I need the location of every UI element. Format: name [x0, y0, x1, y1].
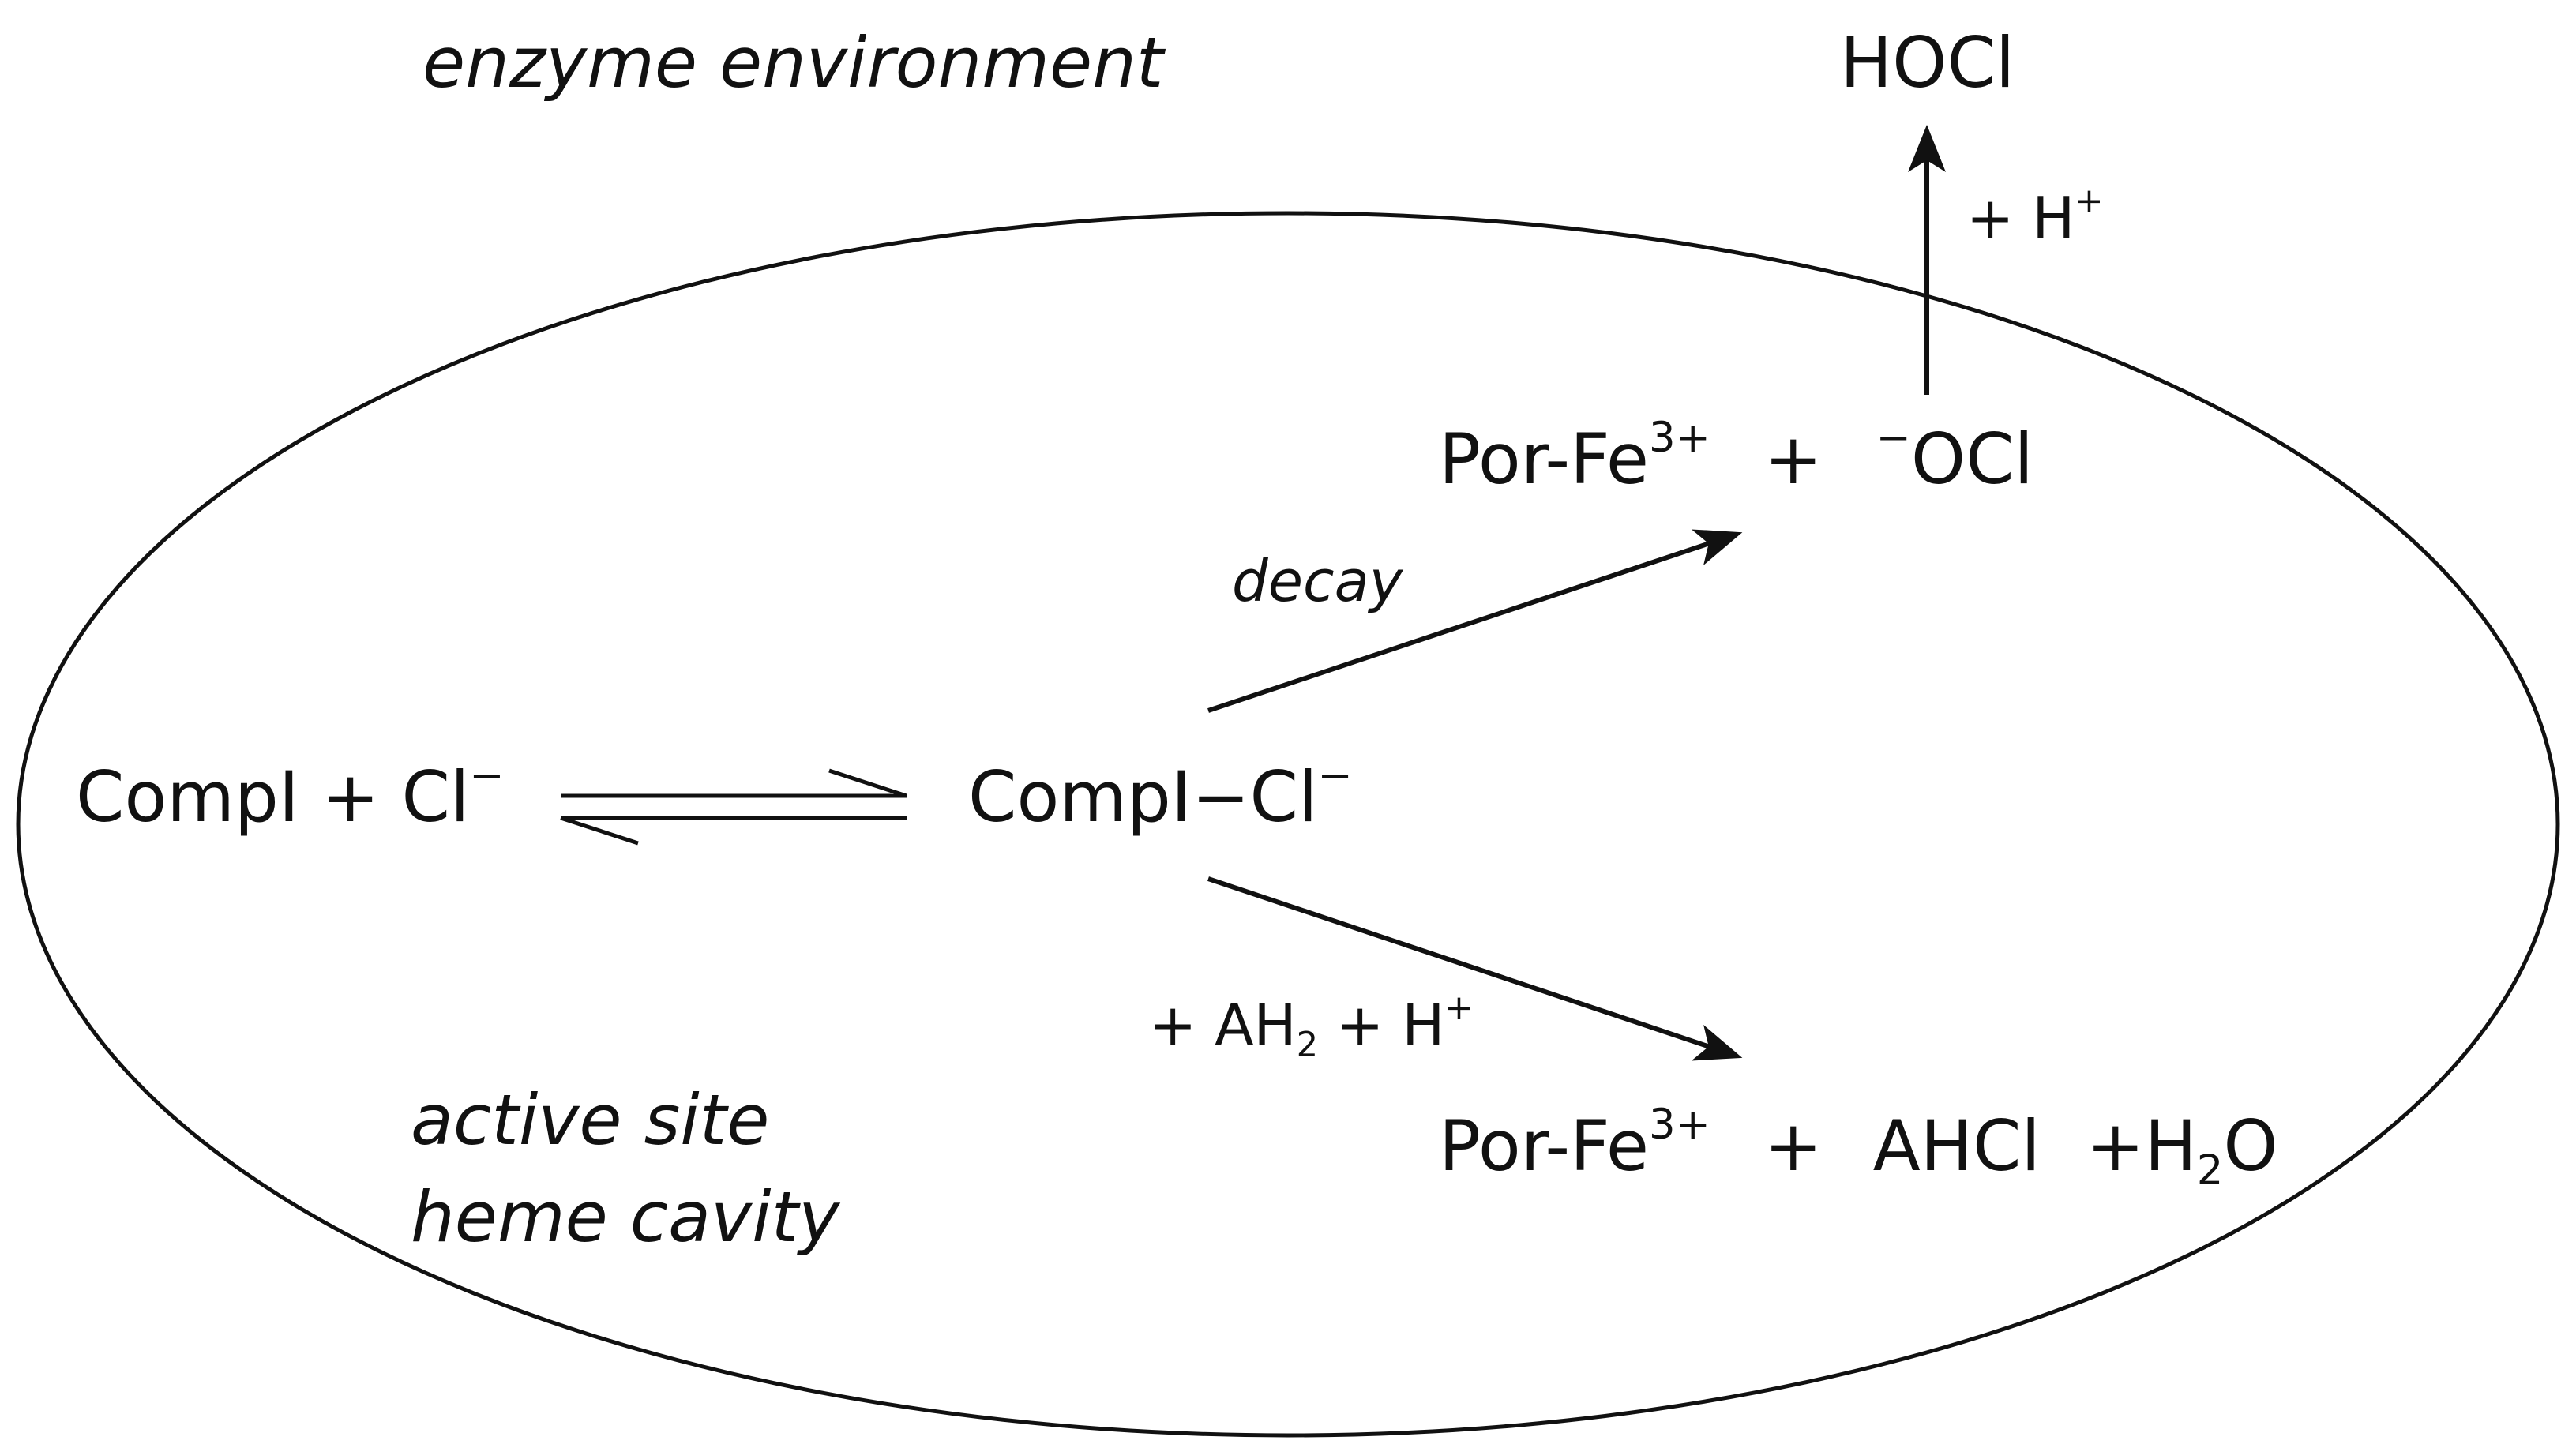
porfe-ocl-products: Por-Fe3+ + −OCl	[1439, 418, 2033, 494]
reduction-label-prefix: + AH	[1149, 992, 1297, 1058]
porfe-ahcl-plus1: +	[1763, 1105, 1823, 1187]
reduction-label-charge: +	[1444, 988, 1474, 1028]
porfe-ahcl-porfe-charge: 3+	[1649, 1101, 1710, 1150]
decay-label: decay	[1232, 548, 1403, 614]
compI-cl-complex: CompI−Cl−	[968, 756, 1353, 832]
protonation-label: + H+	[1966, 184, 2104, 246]
protonation-charge: +	[2075, 181, 2104, 221]
compI-cl-reactants: CompI + Cl−	[76, 756, 505, 832]
porfe-ahcl-porfe: Por-Fe	[1439, 1105, 1650, 1187]
compI-cl-complex-text: CompI−Cl	[968, 756, 1318, 838]
hocl-product: HOCl	[1840, 22, 2015, 103]
equilibrium-forward-barb	[828, 768, 907, 798]
water-sub: 2	[2196, 1146, 2224, 1195]
porfe-ocl-plus: +	[1763, 418, 1823, 500]
protonation-label-text: + H	[1966, 185, 2075, 251]
porfe-ahcl-ahcl: AHCl	[1872, 1105, 2041, 1187]
enzyme-environment-label: enzyme environment	[422, 22, 1164, 103]
chloride-charge: −	[469, 752, 505, 801]
active-site-ellipse	[16, 211, 2560, 1438]
equilibrium-reverse-barb	[560, 816, 639, 846]
porfe-ocl-porfe-charge: 3+	[1649, 414, 1710, 463]
compI-cl-reactants-text: CompI + Cl	[76, 756, 470, 838]
porfe-ocl-porfe: Por-Fe	[1439, 418, 1650, 500]
reduction-label-sub: 2	[1296, 1026, 1319, 1066]
active-site-label-line2: heme cavity	[411, 1176, 840, 1258]
porfe-ahcl-products: Por-Fe3+ + AHCl +H2O	[1439, 1105, 2278, 1192]
porfe-ahcl-plus2: +H	[2086, 1105, 2197, 1187]
reduction-arrow	[1207, 876, 1743, 1061]
equilibrium-arrows	[560, 768, 907, 846]
active-site-label-line1: active site	[411, 1079, 770, 1161]
decay-arrow	[1207, 529, 1743, 713]
hypochlorite: OCl	[1910, 418, 2033, 500]
hypochlorite-charge: −	[1876, 414, 1911, 463]
reduction-label-middle: + H	[1318, 992, 1445, 1058]
complex-charge: −	[1317, 752, 1353, 801]
reduction-label: + AH2 + H+	[1149, 991, 1474, 1063]
water-end: O	[2223, 1105, 2278, 1187]
